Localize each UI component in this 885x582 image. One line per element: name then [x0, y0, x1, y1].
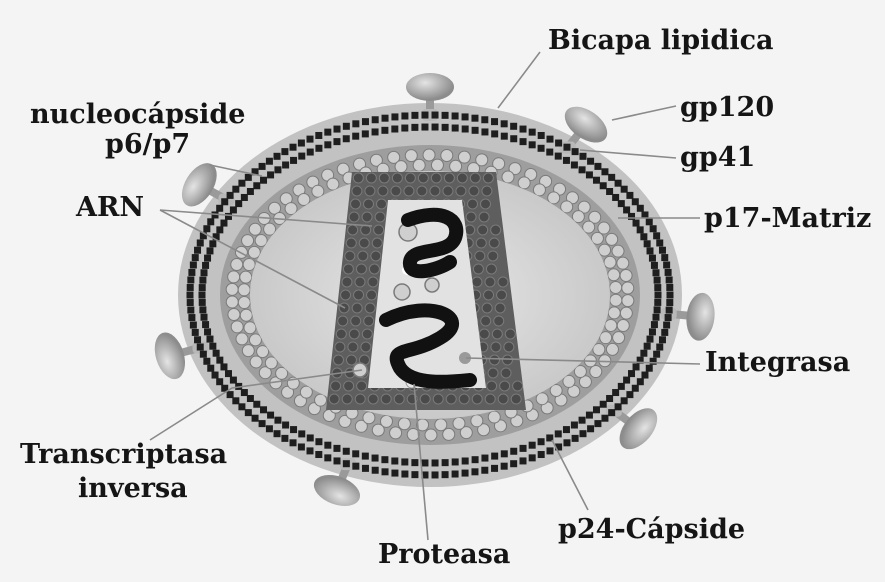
- label-bicapa-lipidica: Bicapa lipidica: [548, 26, 774, 56]
- label-transcriptasa: Transcriptasa: [20, 440, 227, 470]
- label-arn: ARN: [76, 193, 144, 223]
- label-p6-p7: p6/p7: [105, 130, 190, 160]
- label-proteasa: Proteasa: [378, 540, 510, 570]
- label-p24-capside: p24-Cápside: [558, 515, 745, 545]
- label-inversa: inversa: [78, 474, 188, 504]
- label-integrasa: Integrasa: [705, 348, 850, 378]
- label-nucleocapside: nucleocápside: [30, 100, 245, 130]
- leader-gp120: [612, 106, 676, 120]
- label-gp120: gp120: [680, 93, 774, 123]
- label-gp41: gp41: [680, 143, 755, 173]
- label-p17-matriz: p17-Matriz: [704, 204, 871, 234]
- leader-bicapa: [498, 52, 540, 108]
